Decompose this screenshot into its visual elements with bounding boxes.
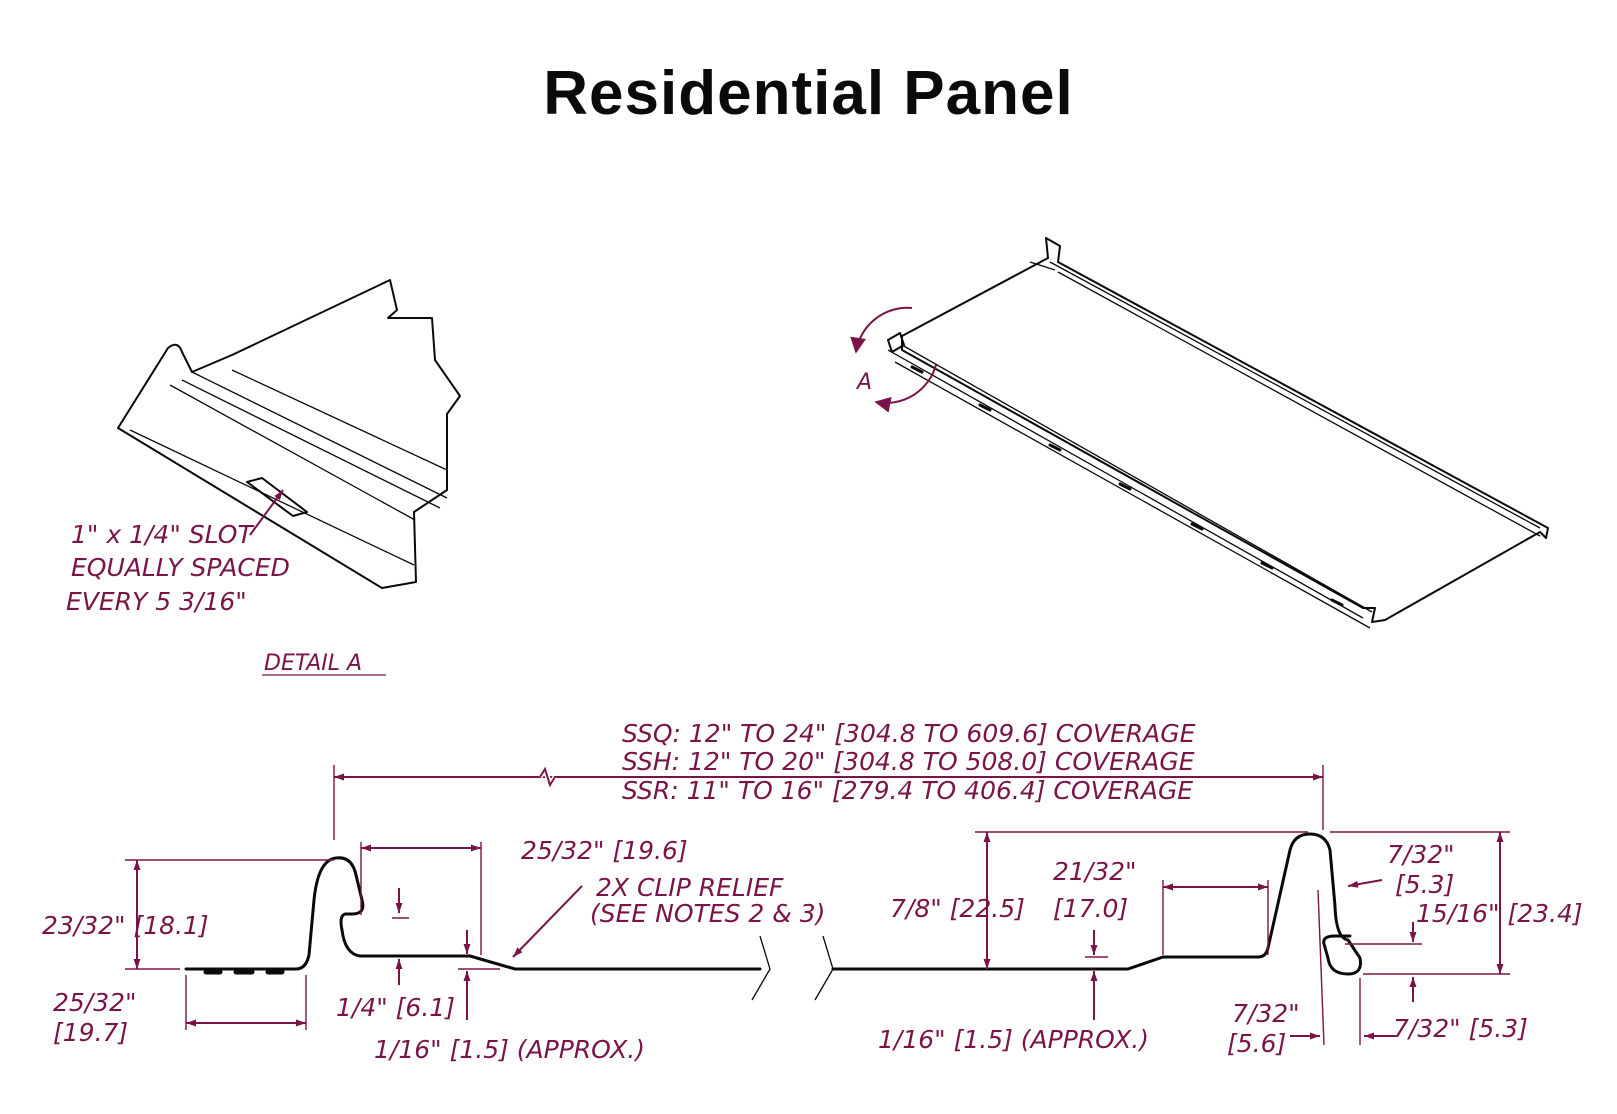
dim-21-32-a: 21/32" (1053, 857, 1137, 886)
dim-1-16-left: 1/16" [1.5] (APPROX.) (374, 1035, 645, 1064)
rotation-arrow-bottom (874, 364, 937, 413)
dim-21-32-b: [17.0] (1053, 894, 1128, 923)
slot-dim-line1: 1" x 1/4" SLOT (71, 520, 254, 549)
detail-a-drawing (117, 279, 461, 589)
dim-7-32-mid-b: [5.6] (1227, 1029, 1286, 1058)
dim-7-32-top-a: 7/32" (1387, 840, 1455, 869)
iso-slots (910, 365, 1344, 607)
clip-relief-b: (SEE NOTES 2 & 3) (590, 899, 825, 928)
dim-7-32-bottom: 7/32" [5.3] (1393, 1014, 1528, 1043)
dim-1-4: 1/4" [6.1] (336, 993, 455, 1022)
clip-relief-a: 2X CLIP RELIEF (596, 873, 784, 902)
detail-a-marker: A (855, 370, 872, 395)
dim-7-32-mid-a: 7/32" (1232, 999, 1300, 1028)
dim-23-32: 23/32" [18.1] (42, 911, 209, 940)
dim-25-32-top: 25/32" [19.6] (521, 836, 688, 865)
dim-7-32-top-b: [5.3] (1395, 870, 1454, 899)
coverage-ssq: SSQ: 12" TO 24" [304.8 TO 609.6] COVERAG… (622, 719, 1196, 748)
detail-a-label: DETAIL A (264, 651, 362, 676)
dim-25-32-left-b: [19.7] (53, 1018, 128, 1047)
slot-dim-line3: EVERY 5 3/16" (66, 587, 247, 616)
panel-iso-drawing (887, 237, 1549, 629)
rotation-arrow-top (850, 306, 913, 354)
slot-dim-line2: EQUALLY SPACED (71, 553, 290, 582)
page-title: Residential Panel (543, 59, 1074, 128)
dim-15-16: 15/16" [23.4] (1416, 899, 1583, 928)
coverage-ssr: SSR: 11" TO 16" [279.4 TO 406.4] COVERAG… (622, 776, 1193, 805)
slot-shape (246, 477, 308, 517)
dim-1-16-right: 1/16" [1.5] (APPROX.) (878, 1025, 1149, 1054)
coverage-ssh: SSH: 12" TO 20" [304.8 TO 508.0] COVERAG… (622, 747, 1195, 776)
dim-25-32-left-a: 25/32" (53, 988, 137, 1017)
dim-7-8: 7/8" [22.5] (890, 894, 1025, 923)
